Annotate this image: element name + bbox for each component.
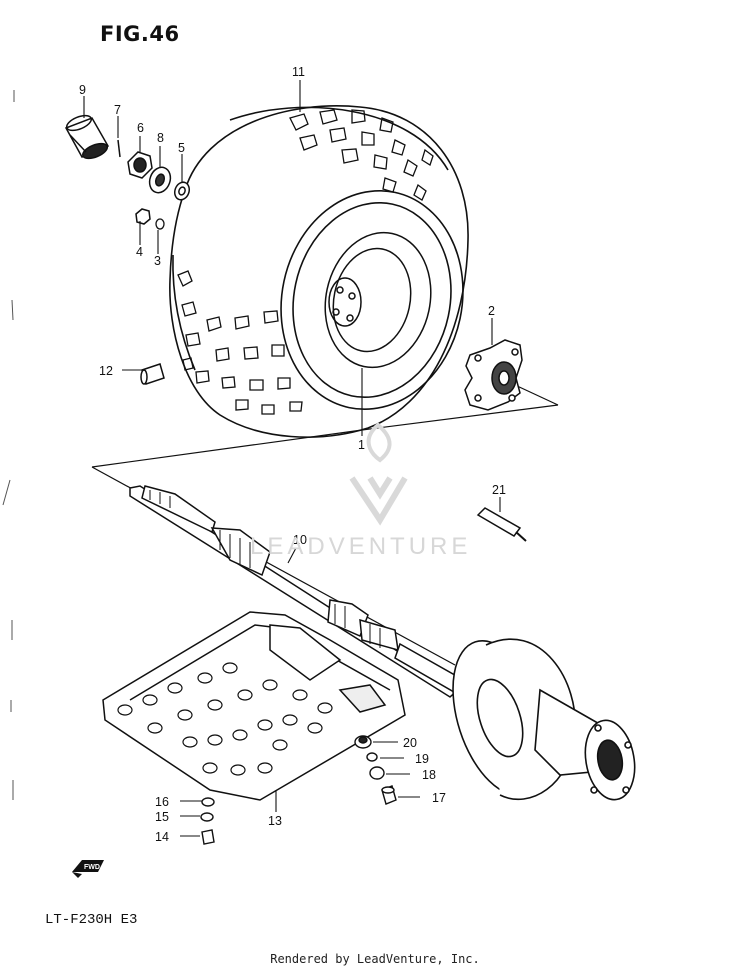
skid-plate [102, 611, 406, 801]
watermark-text: LEADVENTURE [250, 533, 472, 560]
model-code: LT-F230H E3 [45, 912, 138, 928]
callout-5: 5 [178, 141, 185, 155]
wheel-hub [464, 339, 523, 411]
valve-stem [140, 363, 165, 385]
callout-numbers: 1 2 3 4 5 6 7 8 9 10 11 12 13 14 15 16 1… [79, 65, 506, 844]
bolt-14 [201, 829, 215, 845]
castle-nut [127, 151, 153, 179]
callout-18: 18 [422, 768, 436, 782]
callout-7: 7 [114, 103, 121, 117]
cushion-20 [354, 735, 372, 749]
callout-8: 8 [157, 131, 164, 145]
callout-16: 16 [155, 795, 169, 809]
callout-20: 20 [403, 736, 417, 750]
leader-lines [83, 80, 501, 837]
nut-4 [135, 208, 151, 225]
callout-13: 13 [268, 814, 282, 828]
axle-key [476, 507, 527, 542]
cotter-pin [117, 139, 121, 158]
watermark-logo [349, 422, 408, 526]
scan-edge-noise [2, 90, 15, 800]
callout-14: 14 [155, 830, 169, 844]
washer-15 [200, 812, 214, 822]
render-credit: Rendered by LeadVenture, Inc. [270, 952, 480, 966]
washer-5 [173, 181, 191, 201]
collar-19 [366, 752, 378, 762]
tire-tread-blocks [177, 109, 434, 415]
callout-17: 17 [432, 791, 446, 805]
callout-6: 6 [137, 121, 144, 135]
callout-21: 21 [492, 483, 506, 497]
callout-9: 9 [79, 83, 86, 97]
washer-18 [369, 766, 385, 780]
bolt-17 [381, 785, 397, 805]
washer-8 [148, 166, 172, 194]
callout-11: 11 [292, 65, 305, 79]
callout-4: 4 [136, 245, 143, 259]
callout-19: 19 [415, 752, 429, 766]
callout-3: 3 [154, 254, 161, 268]
callout-15: 15 [155, 810, 169, 824]
figure-title: FIG.46 [100, 22, 180, 46]
hub-cap [64, 114, 110, 160]
callout-2: 2 [488, 304, 495, 318]
wheel-rim [324, 231, 432, 369]
axle-housing [452, 638, 636, 801]
washer-3 [155, 218, 165, 230]
rear-axle [129, 485, 477, 698]
callout-10: 10 [293, 533, 307, 547]
washer-16 [201, 797, 215, 807]
callout-12: 12 [99, 364, 113, 378]
tire [169, 105, 469, 438]
callout-1: 1 [358, 438, 365, 452]
forward-arrow: FWD [70, 856, 106, 885]
fwd-arrow-icon [72, 860, 104, 872]
plane-lines [91, 384, 559, 666]
fwd-label: FWD [84, 864, 100, 871]
